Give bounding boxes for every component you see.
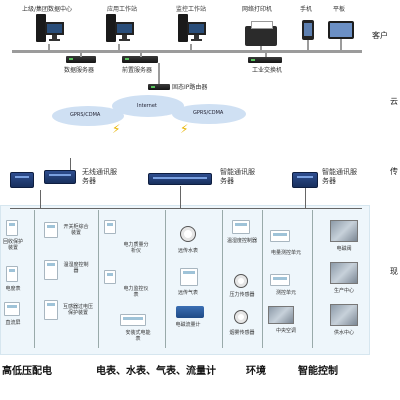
data-center-computer-icon	[36, 14, 64, 48]
front-server-icon	[122, 56, 158, 63]
installed-energy-meter-icon	[120, 314, 146, 326]
device-label: 压力传感器	[229, 292, 255, 298]
industrial-switch-label: 工业交换机	[252, 67, 283, 74]
category-meters: 电表、水表、气表、流量计	[96, 366, 216, 377]
lightning-icon: ⚡	[180, 122, 189, 136]
printer-label: 网络打印机	[242, 6, 273, 13]
gas-meter-icon	[180, 268, 198, 286]
cloud-left-shape	[52, 106, 124, 126]
industrial-switch-icon	[248, 57, 282, 63]
env-temp-humidity-icon	[232, 220, 250, 234]
device-label: 温湿度控制器	[63, 262, 89, 274]
device-label: 测控单元	[275, 290, 296, 296]
layer-transmission-label: 传	[390, 167, 398, 176]
flowmeter-icon	[176, 306, 204, 318]
device-label: 烟雾传感器	[229, 330, 255, 336]
printer-icon	[245, 21, 277, 46]
device-label: 回收保护装置	[2, 239, 23, 251]
router-label: 固态IP路由器	[172, 84, 208, 91]
device-label: 直流屏	[5, 320, 21, 326]
monitor-workstation-icon	[178, 14, 206, 48]
device-label: 远传气表	[177, 290, 198, 296]
device-label: 供水中心	[333, 330, 354, 336]
cloud-center-label: Internet	[137, 103, 157, 109]
central-ac-icon	[268, 306, 294, 324]
smart-comm-label-1: 智能通讯服务器	[220, 168, 255, 185]
switchgear-device-icon	[44, 222, 58, 238]
cloud-center-shape	[112, 95, 184, 117]
smart-comm-server-2-icon	[292, 172, 318, 188]
smoke-sensor-icon	[234, 310, 248, 324]
device-label: 电度表	[5, 286, 21, 292]
data-server-label: 数据服务器	[64, 67, 95, 74]
device-label: 生产中心	[333, 288, 354, 294]
smart-comm-server-1-icon	[148, 173, 212, 185]
pressure-sensor-icon	[234, 274, 248, 288]
wireless-comm-label: 无线通讯服务器	[82, 168, 117, 185]
wireless-modem-icon	[44, 170, 76, 184]
front-server-label: 前置服务器	[122, 67, 153, 74]
cloud-right-label: GPRS/CDMA	[193, 110, 224, 116]
power-control-unit-icon	[270, 230, 290, 242]
router-icon	[148, 84, 170, 90]
cloud-right-shape	[172, 104, 246, 124]
device-label: 电力监控仪表	[123, 286, 149, 298]
energy-meter-icon	[6, 266, 18, 282]
wireless-comm-server-icon	[10, 172, 34, 188]
solenoid-valve-photo	[330, 220, 358, 242]
tablet-label: 平板	[333, 6, 346, 13]
power-monitor-meter-icon	[104, 270, 116, 284]
category-power-distribution: 高低压配电	[2, 366, 52, 377]
category-environment: 环境	[246, 366, 266, 377]
device-label: 开关柜综合装置	[63, 224, 89, 236]
antenna-icon	[70, 158, 71, 170]
data-server-icon	[66, 56, 96, 63]
layer-cloud-label: 云	[390, 97, 398, 106]
water-supply-center-photo	[330, 304, 358, 326]
device-label: 电磁阀	[336, 246, 352, 252]
device-label: 远传水表	[177, 248, 198, 254]
transformer-protection-icon	[44, 300, 58, 320]
app-workstation-icon	[106, 14, 134, 48]
phone-label: 手机	[300, 6, 313, 13]
category-smart-control: 智能控制	[298, 366, 338, 377]
power-quality-analyzer-icon	[104, 220, 116, 234]
layer-client-label: 客户	[372, 31, 388, 40]
temp-humidity-controller-icon	[44, 260, 58, 280]
recovery-protection-device-icon	[6, 220, 18, 236]
lightning-icon: ⚡	[112, 122, 121, 136]
device-label: 电磁流量计	[175, 322, 201, 328]
monitor-workstation-label: 监控工作站	[176, 6, 207, 13]
device-label: 电力质量分析仪	[123, 242, 149, 254]
control-unit-icon	[270, 274, 290, 286]
device-label: 互感器过电压保护装置	[62, 304, 93, 316]
water-meter-icon	[180, 226, 196, 242]
smart-comm-label-2: 智能通讯服务器	[322, 168, 357, 185]
app-workstation-label: 应用工作站	[107, 6, 138, 13]
dc-panel-icon	[4, 302, 20, 316]
device-label: 中央空调	[275, 328, 296, 334]
device-label: 电量测控单元	[270, 250, 301, 256]
device-label: 温湿度控制器	[226, 238, 257, 244]
phone-icon	[302, 20, 314, 40]
production-center-photo	[330, 262, 358, 284]
device-label: 安装式电能表	[125, 330, 151, 342]
data-center-label: 上级/集团数据中心	[22, 6, 73, 13]
client-bus-line	[12, 50, 362, 53]
layer-field-label: 现	[390, 267, 398, 276]
cloud-left-label: GPRS/CDMA	[70, 112, 101, 118]
tablet-icon	[328, 21, 354, 39]
